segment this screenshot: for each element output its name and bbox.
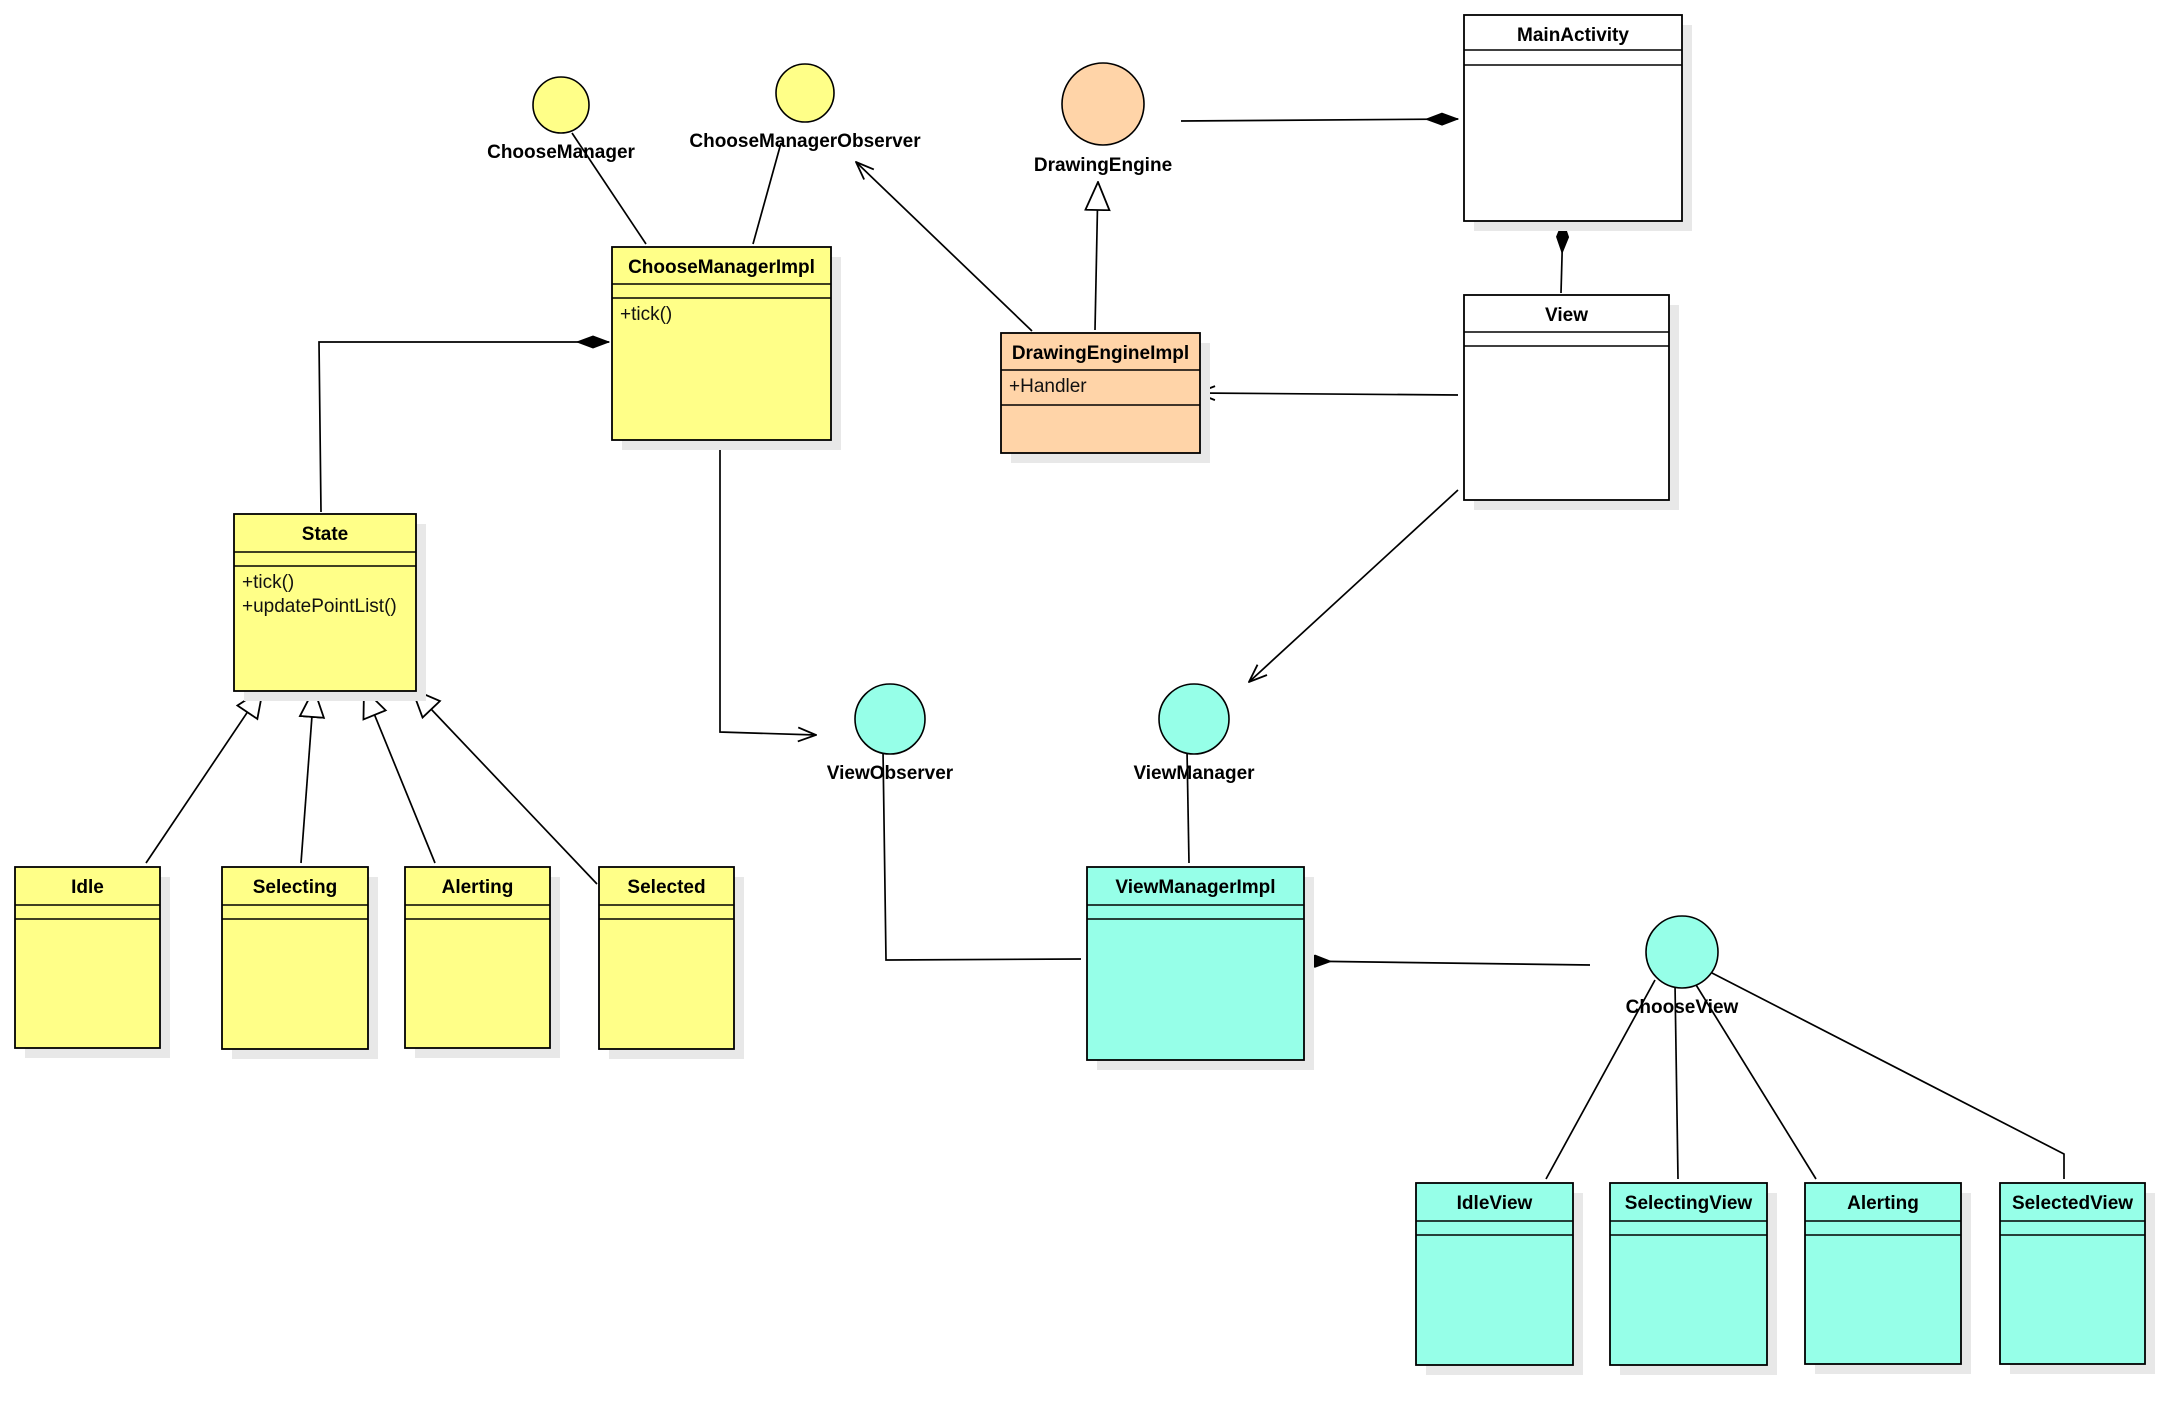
- class-alerting[interactable]: Alerting: [404, 866, 560, 1058]
- class-member: +updatePointList(): [242, 596, 397, 617]
- class-selecting-view[interactable]: SelectingView: [1609, 1182, 1777, 1375]
- class-box: [1999, 1182, 2146, 1365]
- relationships: [145, 119, 2065, 1180]
- interface-choose-view: ChooseView: [1626, 915, 1739, 1018]
- class-view-manager-impl[interactable]: ViewManagerImpl: [1086, 866, 1314, 1070]
- class-title: IdleView: [1457, 1193, 1533, 1214]
- edge-choose-manager-impl-to-view-observer: [719, 440, 816, 735]
- class-state[interactable]: State +tick() +updatePointList(): [233, 513, 426, 701]
- edge-selected-generalization: [412, 689, 598, 885]
- class-choose-manager-impl[interactable]: ChooseManagerImpl +tick(): [611, 246, 841, 450]
- edge-drawing-engine-impl-to-observer: [856, 162, 1033, 332]
- class-selected-view[interactable]: SelectedView: [1999, 1182, 2155, 1374]
- class-box: [404, 866, 551, 1049]
- class-drawing-engine-impl[interactable]: DrawingEngineImpl +Handler: [1000, 332, 1210, 463]
- class-idle[interactable]: Idle: [14, 866, 170, 1058]
- edge-idle-view-realization: [1545, 979, 1656, 1180]
- interface-circle: [1158, 683, 1230, 755]
- interface-choose-manager-observer: ChooseManagerObserver: [689, 63, 921, 152]
- interface-label: DrawingEngine: [1034, 155, 1172, 176]
- edge-view-to-drawing-engine-impl: [1197, 393, 1459, 395]
- class-title: MainActivity: [1517, 25, 1629, 46]
- interface-label: ChooseManagerObserver: [689, 131, 921, 152]
- edge-state-composition: [318, 342, 609, 513]
- class-box: [221, 866, 369, 1050]
- class-box: [1463, 294, 1670, 501]
- interface-label: ChooseView: [1626, 997, 1739, 1018]
- edge-alerting-generalization: [364, 689, 436, 864]
- class-box: [1804, 1182, 1962, 1365]
- class-view[interactable]: View: [1463, 294, 1679, 510]
- interface-circle: [854, 683, 926, 755]
- edge-view-to-view-manager: [1249, 489, 1459, 682]
- interface-label: ViewManager: [1133, 763, 1255, 784]
- edge-choose-manager-realization: [571, 132, 647, 245]
- interface-label: ChooseManager: [487, 142, 635, 163]
- class-title: State: [302, 524, 348, 545]
- interface-circle: [532, 76, 590, 134]
- class-title: SelectedView: [2012, 1193, 2133, 1214]
- edge-alerting-view-realization: [1692, 979, 1817, 1180]
- class-title: SelectingView: [1625, 1193, 1753, 1214]
- interface-circle: [1645, 915, 1719, 989]
- class-member: +Handler: [1009, 376, 1087, 397]
- class-title: Selected: [627, 877, 705, 898]
- class-title: ChooseManagerImpl: [628, 257, 815, 278]
- edge-choose-manager-observer-realization: [752, 142, 782, 245]
- edge-view-composition: [1561, 221, 1563, 294]
- class-box: [1000, 332, 1201, 454]
- class-box: [233, 513, 417, 692]
- class-title: View: [1545, 305, 1588, 326]
- class-selecting[interactable]: Selecting: [221, 866, 378, 1059]
- class-member: +tick(): [620, 304, 672, 325]
- class-box: [611, 246, 832, 441]
- interfaces: ChooseManager ChooseManagerObserver Draw…: [487, 62, 1739, 1018]
- interface-view-manager: ViewManager: [1133, 683, 1255, 784]
- class-idle-view[interactable]: IdleView: [1415, 1182, 1583, 1375]
- edge-choose-view-composition: [1299, 961, 1591, 965]
- interface-circle: [775, 63, 835, 123]
- class-box: [1609, 1182, 1768, 1366]
- interface-view-observer: ViewObserver: [827, 683, 954, 784]
- class-title: Idle: [71, 877, 104, 898]
- edge-view-manager-realization: [1186, 749, 1190, 864]
- class-title: Alerting: [1847, 1193, 1919, 1214]
- edge-view-observer-realization: [882, 749, 1082, 961]
- interface-drawing-engine: DrawingEngine: [1034, 62, 1172, 176]
- class-box: [1415, 1182, 1574, 1366]
- class-box: [14, 866, 161, 1049]
- class-title: Selecting: [253, 877, 337, 898]
- edge-selected-view-realization: [1711, 972, 2065, 1179]
- edge-idle-generalization: [145, 689, 263, 864]
- class-alerting-view[interactable]: Alerting: [1804, 1182, 1971, 1374]
- class-box: [1086, 866, 1305, 1061]
- interface-choose-manager: ChooseManager: [487, 76, 636, 163]
- class-selected[interactable]: Selected: [598, 866, 744, 1059]
- interface-circle: [1061, 62, 1145, 146]
- interface-label: ViewObserver: [827, 763, 954, 784]
- class-title: ViewManagerImpl: [1115, 877, 1275, 898]
- class-member: +tick(): [242, 572, 294, 593]
- edge-selecting-view-realization: [1674, 983, 1679, 1180]
- class-main-activity[interactable]: MainActivity: [1463, 14, 1692, 231]
- class-title: Alerting: [442, 877, 514, 898]
- class-title: DrawingEngineImpl: [1012, 343, 1189, 364]
- edge-drawing-engine-generalization: [1095, 182, 1098, 331]
- edge-selecting-generalization: [301, 689, 314, 864]
- class-box: [598, 866, 735, 1050]
- edge-drawing-engine-composition: [1180, 119, 1458, 121]
